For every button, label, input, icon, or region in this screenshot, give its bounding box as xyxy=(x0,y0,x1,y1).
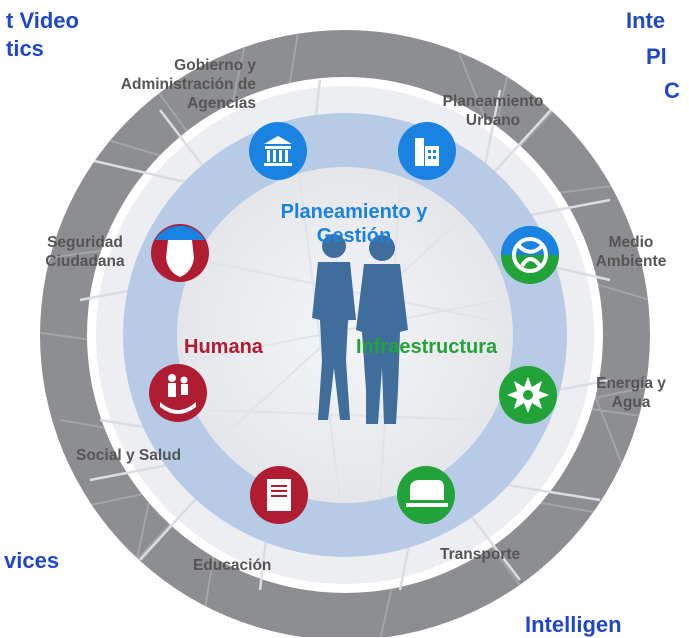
family-care-icon xyxy=(160,374,196,414)
label-transporte: Transporte xyxy=(440,546,521,563)
icon-medio-ambiente[interactable] xyxy=(501,226,559,284)
edge-text-bottom-left: vices xyxy=(4,548,60,573)
edge-text-bottom-right: Intelligen xyxy=(525,612,622,637)
center-label-infrastructure: Infraestructura xyxy=(356,336,498,358)
icon-planeamiento-urbano[interactable] xyxy=(398,122,456,180)
icon-transporte[interactable] xyxy=(397,466,455,524)
environment-swirl-icon xyxy=(512,237,548,273)
woman-figure xyxy=(312,234,356,420)
icon-seguridad[interactable] xyxy=(151,224,209,282)
icon-educacion[interactable] xyxy=(250,466,308,524)
icon-energia-agua[interactable] xyxy=(499,366,557,424)
city-buildings-icon xyxy=(415,138,439,166)
man-figure xyxy=(356,235,408,424)
label-energia-agua: Energía y Agua xyxy=(596,375,666,411)
label-educacion: Educación xyxy=(193,557,272,574)
edge-text-top-right-3: C xyxy=(664,78,680,103)
book-icon xyxy=(267,479,291,511)
label-gobierno: Gobierno y Administración de Agencias xyxy=(120,57,256,112)
label-social-salud: Social y Salud xyxy=(76,447,182,464)
train-icon xyxy=(406,480,448,507)
edge-text-top-left-2: tics xyxy=(6,36,44,61)
edge-text-top-right-1: Inte xyxy=(626,8,666,33)
center-label-planning: Planeamiento y Gestión xyxy=(280,201,428,247)
label-medio-ambiente: Medio Ambiente xyxy=(595,234,667,270)
icon-gobierno[interactable] xyxy=(249,122,307,180)
police-shield-icon xyxy=(166,240,194,277)
label-seguridad: Seguridad Ciudadana xyxy=(45,234,125,270)
edge-text-top-right-2: Pl xyxy=(646,44,667,69)
government-building-icon xyxy=(264,136,292,166)
edge-text-top-left-1: t Video xyxy=(6,8,79,33)
label-planeamiento-urbano: Planeamiento Urbano xyxy=(442,93,544,129)
people-silhouettes xyxy=(312,234,408,424)
icon-social-salud[interactable] xyxy=(149,364,207,422)
center-label-human: Humana xyxy=(184,336,263,358)
